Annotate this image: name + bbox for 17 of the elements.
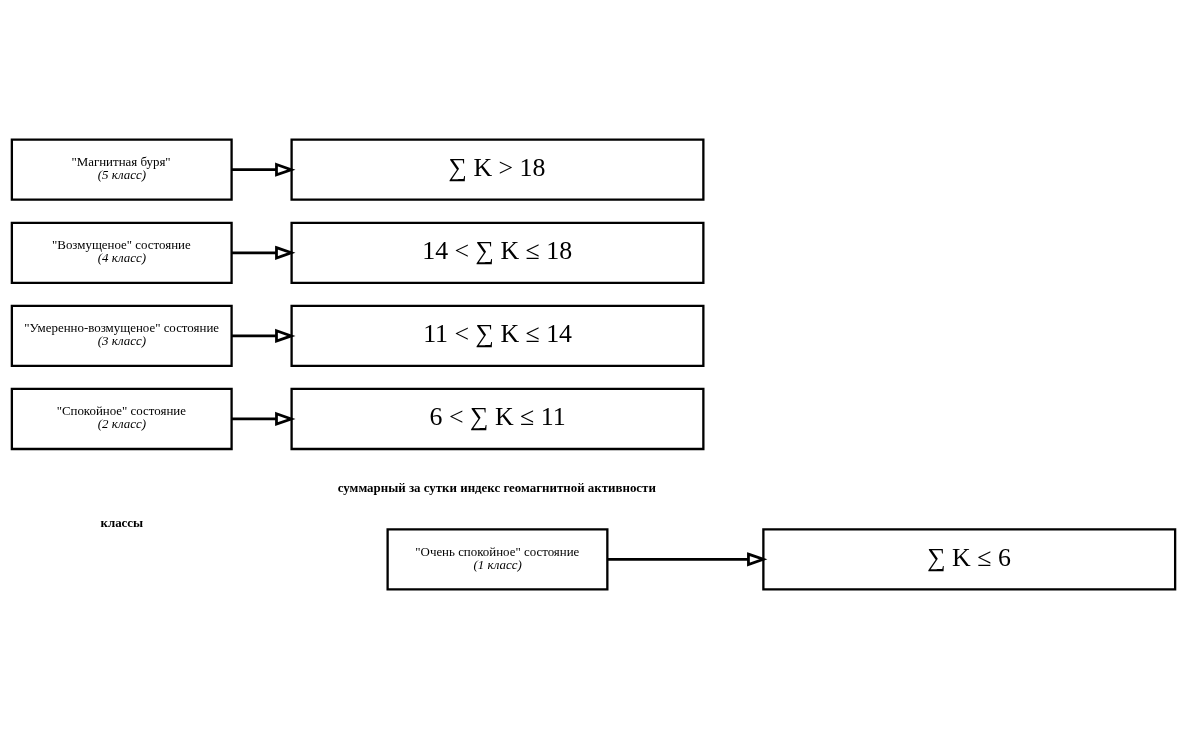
node-box: "Очень спокойное" состояние (1 класс) xyxy=(386,528,609,591)
label: суммарный за сутки индекс геомагнитной активности xyxy=(337,479,656,495)
node-box: 14 < ∑ K ≤ 18 xyxy=(290,221,705,284)
node-box: "Умеренно-возмущеное" состояние (3 класс) xyxy=(10,304,233,368)
arrow xyxy=(231,328,296,343)
node-box: "Спокойное" состояние (2 класс) xyxy=(10,387,233,451)
arrow xyxy=(607,552,768,567)
arrow xyxy=(231,245,296,260)
arrow xyxy=(231,411,296,427)
node-box: "Магнитная буря" (5 класс) xyxy=(10,138,233,201)
node-box: 6 < ∑ K ≤ 11 xyxy=(290,387,705,451)
node-box: 11 < ∑ K ≤ 14 xyxy=(290,304,705,368)
node-box: ∑ K > 18 xyxy=(290,138,705,201)
arrow xyxy=(231,162,296,177)
node-box: ∑ K ≤ 6 xyxy=(762,528,1177,591)
label: классы xyxy=(100,514,144,530)
node-box: "Возмущеное" состояние (4 класс) xyxy=(10,221,233,284)
